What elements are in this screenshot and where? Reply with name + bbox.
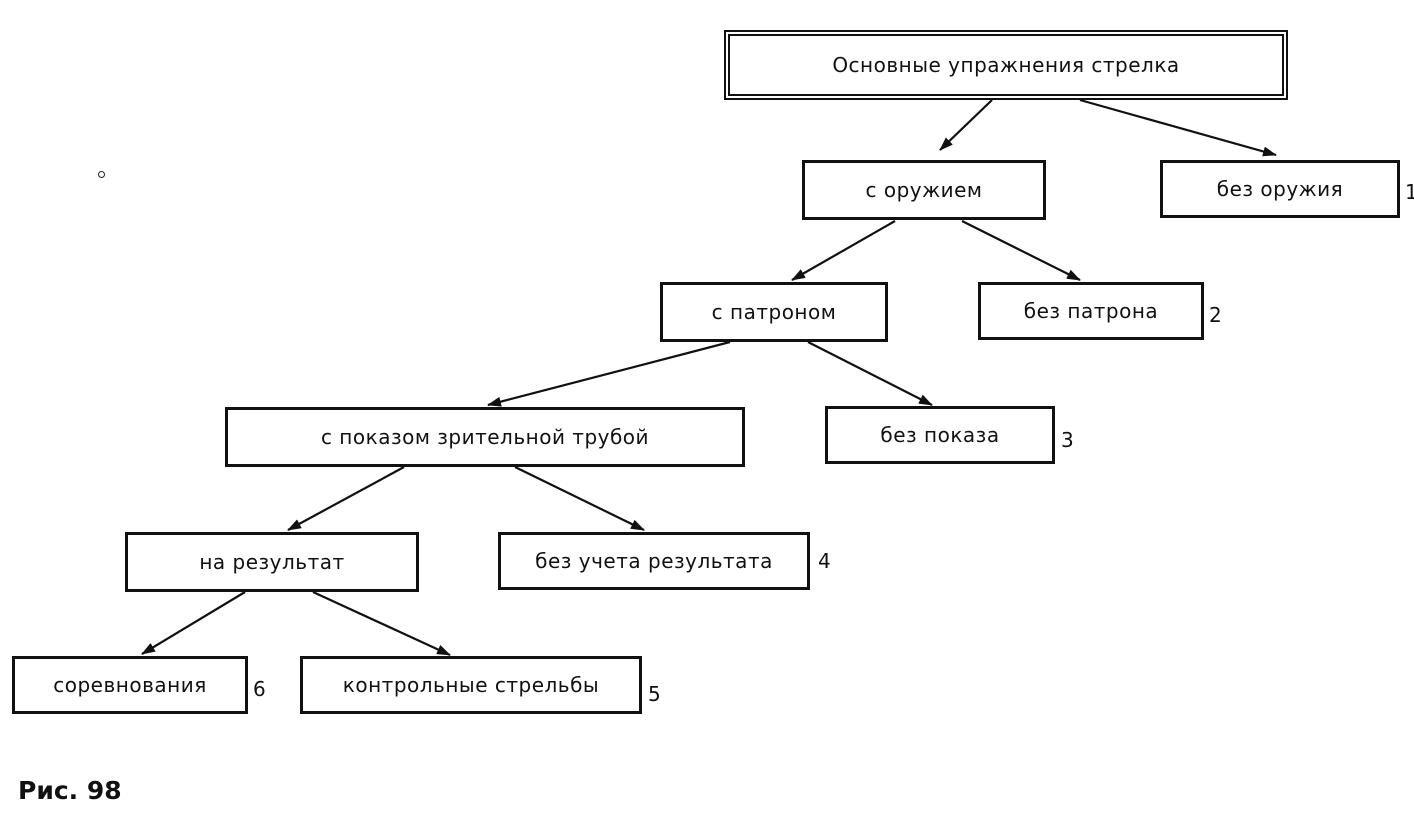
- number-label-1: 1: [1405, 180, 1414, 204]
- number-label-2: 2: [1209, 303, 1222, 327]
- number-label-4: 4: [818, 549, 831, 573]
- node-competitions: соревнования: [12, 656, 248, 714]
- edge-show-result: [287, 466, 405, 531]
- edge-root-without-weapon: [1079, 98, 1277, 157]
- node-without-weapon: без оружия: [1160, 160, 1400, 218]
- edge-result-competitions: [141, 591, 246, 655]
- edge-weapon-cartridge: [791, 220, 896, 281]
- node-for-result: на результат: [125, 532, 419, 592]
- number-label-6: 6: [253, 677, 266, 701]
- stray-dot-mark: [98, 171, 105, 178]
- edge-show-no-result: [514, 466, 645, 531]
- node-without-result: без учета результата: [498, 532, 810, 590]
- node-without-show: без показа: [825, 406, 1055, 464]
- edge-weapon-no-cartridge: [961, 220, 1081, 281]
- node-with-scope-show: с показом зрительной трубой: [225, 407, 745, 467]
- node-root: Основные упражнения стрелка: [724, 30, 1288, 100]
- node-with-weapon: с оружием: [802, 160, 1046, 220]
- number-label-3: 3: [1061, 428, 1074, 452]
- node-with-cartridge: с патроном: [660, 282, 888, 342]
- edge-cartridge-show: [487, 340, 731, 407]
- edge-root-with-weapon: [939, 99, 993, 151]
- node-control-shooting: контрольные стрельбы: [300, 656, 642, 714]
- number-label-5: 5: [648, 682, 661, 706]
- node-without-cartridge: без патрона: [978, 282, 1204, 340]
- edge-result-control: [312, 591, 451, 656]
- figure-caption: Рис. 98: [18, 776, 122, 805]
- edge-cartridge-no-show: [807, 341, 933, 406]
